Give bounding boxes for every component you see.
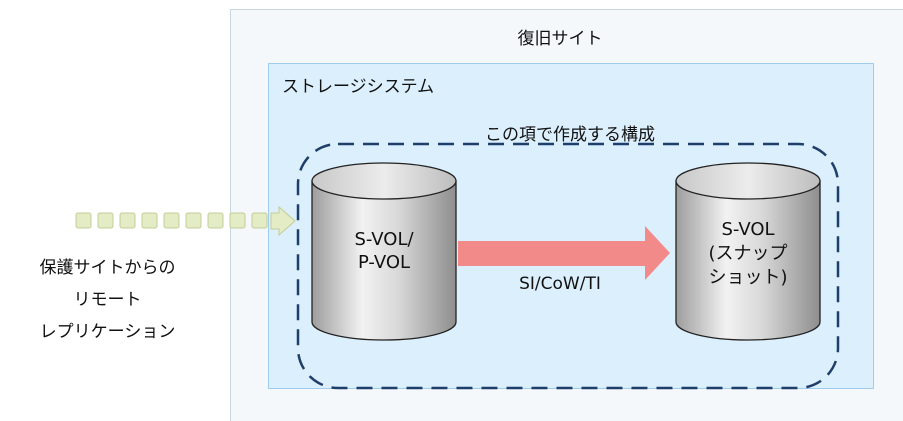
- primary-volume-label-line1: S-VOL/: [354, 229, 414, 250]
- remote-replication-label: 保護サイトからの リモート レプリケーション: [0, 252, 215, 348]
- primary-volume-label: S-VOL/ P-VOL: [312, 228, 456, 274]
- copy-arrow-label: SI/CoW/TI: [519, 274, 601, 294]
- primary-volume-cylinder: [311, 162, 457, 341]
- primary-volume-label-line2: P-VOL: [357, 252, 411, 273]
- remote-replication-line2: リモート: [73, 290, 142, 310]
- config-dashed-boundary: [296, 142, 840, 390]
- recovery-site-title: 復旧サイト: [517, 29, 603, 49]
- copy-arrow: [458, 226, 670, 280]
- remote-replication-arrow: [75, 205, 296, 237]
- storage-system-title: ストレージシステム: [282, 77, 435, 97]
- snapshot-volume-cylinder: [675, 162, 821, 341]
- snapshot-volume-label-line2: (スナップ: [708, 243, 788, 264]
- snapshot-volume-label: S-VOL (スナップ ショット): [676, 218, 820, 290]
- snapshot-volume-label-line3: ショット): [708, 267, 788, 288]
- snapshot-volume-label-line1: S-VOL: [721, 219, 775, 240]
- remote-replication-line3: レプリケーション: [39, 322, 176, 342]
- config-group-title: この項で作成する構成: [485, 125, 655, 145]
- remote-replication-line1: 保護サイトからの: [39, 258, 176, 278]
